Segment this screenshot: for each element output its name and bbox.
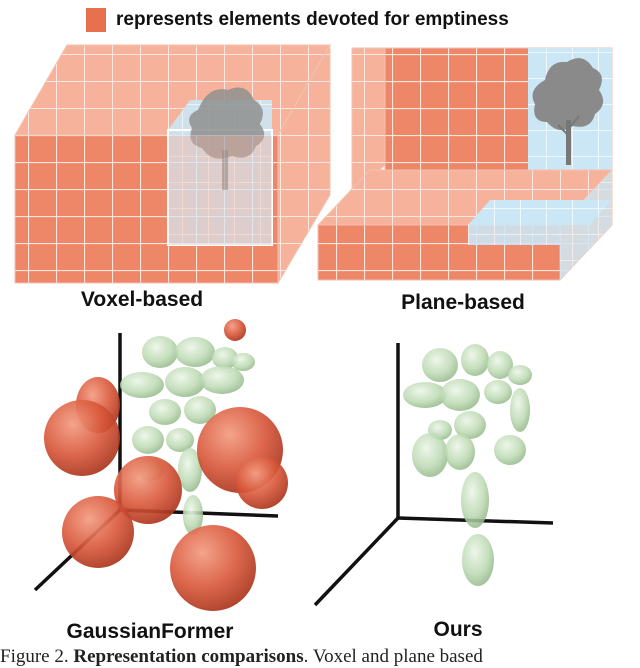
legend-swatch (86, 8, 106, 32)
caption-title: Representation comparisons (73, 646, 304, 667)
plane-based-label: Plane-based (401, 291, 525, 314)
ours-label: Ours (433, 618, 483, 641)
empty-gaussians (44, 319, 288, 611)
occupied-gaussians (403, 344, 532, 586)
caption-rest: . Voxel and plane based (303, 646, 483, 667)
plane-based-illustration (316, 47, 614, 282)
voxel-based-illustration (14, 43, 331, 285)
y-axis (313, 516, 400, 607)
figure-caption: Figure 2. Representation comparisons. Vo… (0, 646, 640, 668)
occupied-gaussians (120, 336, 255, 535)
gaussianformer-illustration (33, 319, 288, 611)
legend: represents elements devoted for emptines… (86, 6, 509, 34)
legend-text: represents elements devoted for emptines… (116, 9, 509, 30)
ours-illustration (313, 343, 554, 607)
gaussianformer-label: GaussianFormer (66, 620, 234, 643)
tree-icon (532, 58, 604, 165)
caption-prefix: Figure 2. (0, 646, 74, 667)
voxel-based-label: Voxel-based (80, 288, 204, 311)
